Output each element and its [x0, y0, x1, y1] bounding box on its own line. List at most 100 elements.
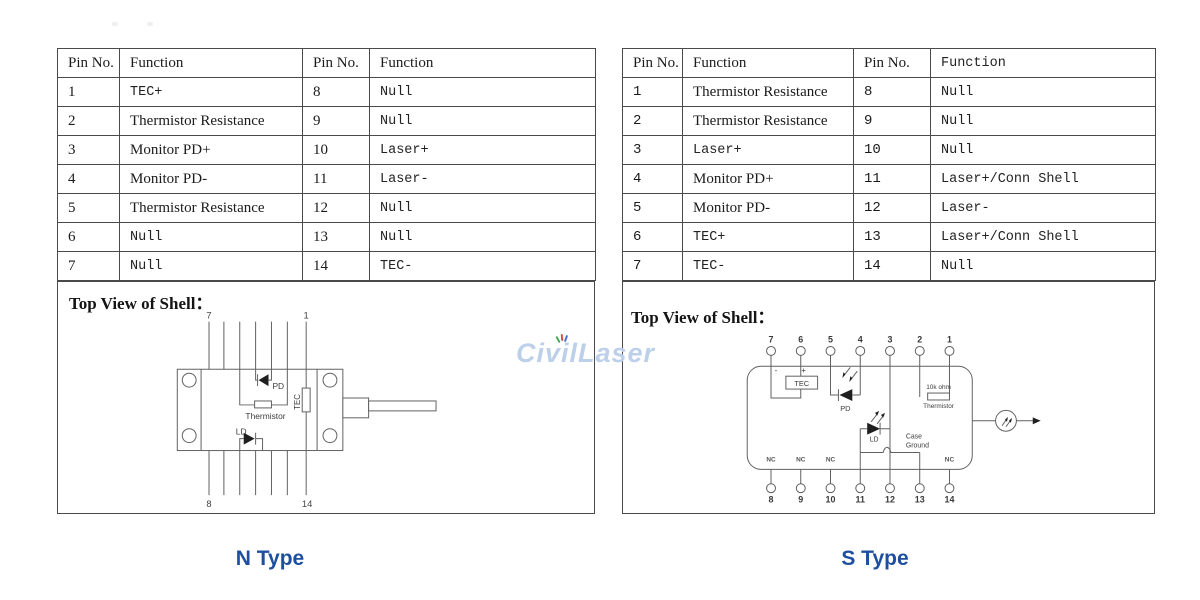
pin-number: 9 [798, 495, 803, 505]
function-cell: Monitor PD- [682, 193, 854, 223]
fiber-stub [368, 400, 437, 412]
ld-diode-icon [867, 422, 881, 435]
tec-label: TEC [794, 379, 809, 388]
pin-number: 12 [885, 495, 895, 505]
column-header: Pin No. [622, 48, 683, 78]
pin-number-cell: 12 [853, 193, 931, 223]
pin-number-cell: 14 [302, 251, 370, 281]
pin-number-cell: 6 [622, 222, 683, 252]
pin-number: 6 [798, 334, 803, 344]
output-arrowhead-icon [1032, 417, 1041, 425]
case-ground-bus [860, 446, 920, 454]
civillaser-watermark: CivilLaser [516, 333, 656, 369]
column-header: Pin No. [302, 48, 370, 78]
function-cell: TEC+ [119, 77, 303, 107]
pin-number-cell: 3 [57, 135, 120, 165]
function-cell: Monitor PD+ [119, 135, 303, 165]
pin-number-cell: 12 [302, 193, 370, 223]
tec-label: TEC [293, 394, 302, 410]
fiber-output-arrowhead [1004, 416, 1008, 422]
pin-terminal [825, 483, 836, 494]
column-header: Pin No. [57, 48, 120, 78]
column-header: Function [930, 48, 1156, 78]
pin-number-cell: 5 [57, 193, 120, 223]
thermistor-label: Thermistor [923, 403, 955, 410]
function-cell: Thermistor Resistance [119, 193, 303, 223]
n-pin-leads: 7 1 8 14 [206, 310, 312, 509]
ld-arrowhead-icon [881, 412, 886, 418]
pin-terminal [766, 345, 776, 356]
bottom-pin-leads [208, 450, 288, 496]
pin-number-cell: 11 [302, 164, 370, 194]
pin-number-cell: 14 [853, 251, 931, 281]
function-cell: Null [369, 193, 596, 223]
pin-number: 14 [302, 498, 312, 509]
pin-terminal [795, 345, 806, 356]
column-header: Function [119, 48, 303, 78]
thermistor-label: Thermistor [245, 411, 285, 421]
function-cell: Laser- [930, 193, 1156, 223]
pin-number: 1 [947, 334, 952, 344]
pin-number-cell: 2 [57, 106, 120, 136]
function-cell: Laser+ [682, 135, 854, 165]
function-cell: TEC- [682, 251, 854, 281]
pin-number-cell: 11 [853, 164, 931, 194]
tec-icon [785, 375, 819, 390]
watermark-text: CivilLaser [516, 338, 656, 368]
thermistor-resistor-icon [254, 400, 272, 409]
ld-label: LD [236, 427, 247, 437]
tec-icon [301, 387, 311, 413]
thermistor-value-label: 10k ohm [926, 384, 951, 391]
function-cell: Null [369, 222, 596, 252]
mounting-hole [181, 428, 197, 444]
pin-number: 13 [915, 495, 925, 505]
pin-number-cell: 13 [853, 222, 931, 252]
pin-terminal [855, 483, 866, 494]
function-cell: Null [369, 106, 596, 136]
n-type-caption: N Type [235, 547, 305, 570]
fiber-ferrule [342, 397, 370, 419]
pin-number-cell: 13 [302, 222, 370, 252]
ld-wire [239, 432, 264, 451]
pin-number: 4 [858, 334, 863, 344]
pin-number-cell: 3 [622, 135, 683, 165]
tec-minus-sign: - [775, 366, 778, 375]
pin-number-cell: 7 [57, 251, 120, 281]
pin-terminal [885, 345, 895, 356]
package-body [746, 365, 973, 470]
function-cell: Laser+/Conn Shell [930, 222, 1156, 252]
pd-wire [255, 369, 272, 387]
pin-terminal [825, 345, 836, 356]
shell-title: Top View of Shell： [631, 308, 775, 327]
pd-diode-icon [258, 374, 269, 387]
case-ground-label: Ground [906, 443, 929, 450]
shell-title: Top View of Shell： [69, 294, 213, 313]
pin-number-cell: 7 [622, 251, 683, 281]
function-cell: Monitor PD+ [682, 164, 854, 194]
pd-diode-icon [839, 389, 853, 401]
pd-wire [830, 366, 861, 401]
pin-number: 7 [206, 310, 211, 321]
pd-label: PD [272, 381, 284, 391]
pin-number: 1 [304, 310, 309, 321]
pin-number: 8 [206, 498, 211, 509]
pin-number: 14 [945, 495, 955, 505]
function-cell: Null [119, 222, 303, 252]
pin-number-cell: 5 [622, 193, 683, 223]
ld-arrowhead-icon [875, 410, 880, 416]
function-cell: Thermistor Resistance [119, 106, 303, 136]
function-cell: Null [930, 251, 1156, 281]
function-cell: Thermistor Resistance [682, 106, 854, 136]
